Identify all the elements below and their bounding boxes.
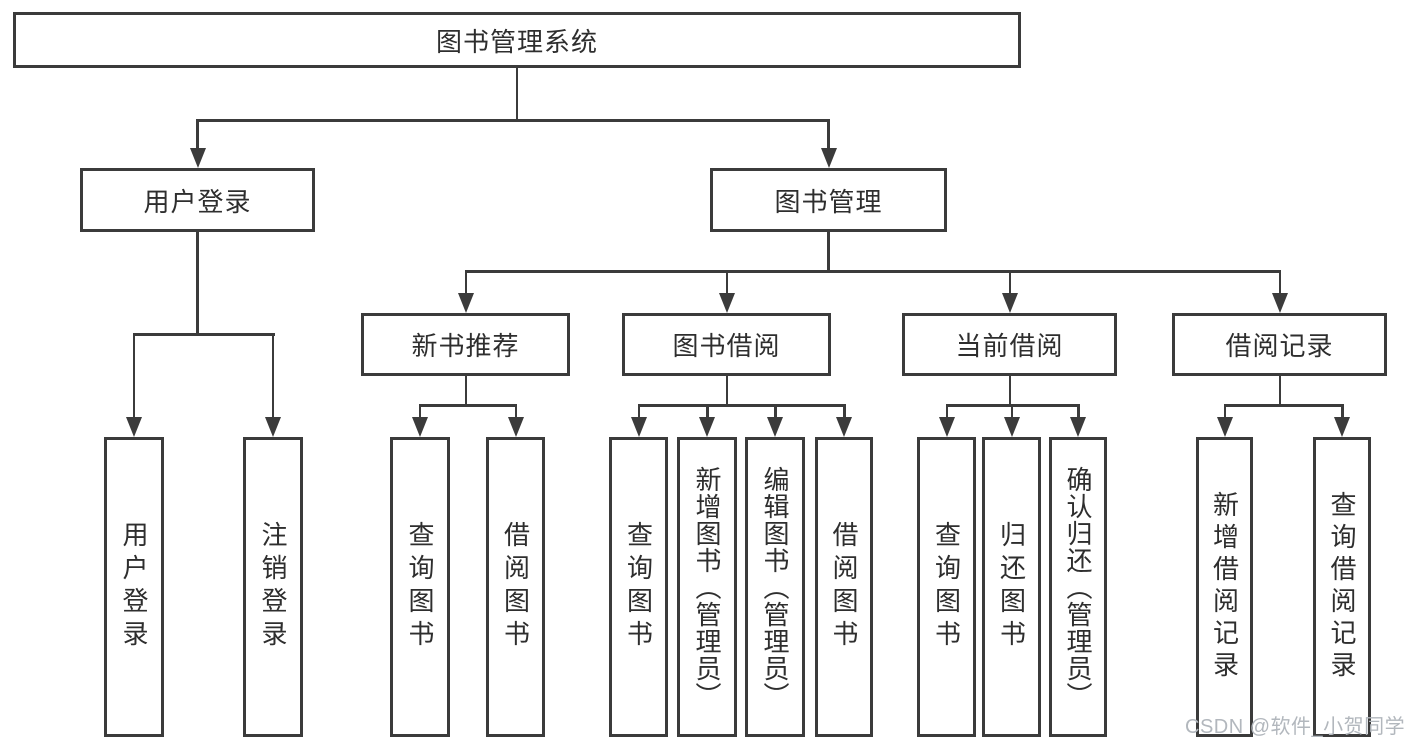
node-book-management-label: 图书管理	[774, 186, 883, 217]
leaf-query-books-2: 查询图书	[609, 437, 668, 737]
leaf-query-borrow-record: 查询借阅记录	[1313, 437, 1371, 737]
connector-drop-book-management	[827, 119, 830, 151]
arrowhead-book-borrow	[718, 293, 735, 313]
connector-book-borrow-bar	[637, 404, 846, 407]
connector-drop	[706, 404, 709, 419]
connector-new-book-stem	[464, 376, 467, 406]
leaf-return-book: 归还图书	[982, 437, 1041, 737]
connector-book-management-bar	[464, 270, 1281, 273]
connector-drop	[774, 404, 777, 419]
connector-drop	[514, 404, 517, 419]
node-book-management: 图书管理	[710, 168, 947, 232]
leaf-add-borrow-record: 新增借阅记录	[1196, 437, 1253, 737]
node-library-system: 图书管理系统	[13, 12, 1021, 68]
connector-borrow-records-stem	[1278, 376, 1281, 406]
leaf-add-book-admin-label: 新增图书（管理员）	[692, 465, 722, 709]
connector-drop-borrow-records	[1278, 270, 1281, 296]
leaf-return-book-label: 归还图书	[996, 521, 1027, 653]
leaf-query-borrow-record-label: 查询借阅记录	[1327, 491, 1357, 683]
leaf-query-books-1-label: 查询图书	[405, 521, 435, 653]
node-new-book-recommend: 新书推荐	[361, 313, 570, 376]
leaf-query-books-3-label: 查询图书	[931, 521, 962, 653]
connector-drop	[1223, 404, 1226, 419]
node-user-login-label: 用户登录	[143, 186, 252, 217]
node-book-borrow-label: 图书借阅	[672, 331, 781, 361]
arrowhead-down	[1334, 417, 1350, 437]
connector-current-borrow-stem	[1008, 376, 1011, 406]
connector-drop-book-borrow	[725, 270, 728, 296]
connector-user-login-stem	[196, 232, 199, 335]
arrowhead-down	[938, 417, 955, 437]
leaf-borrow-books-2: 借阅图书	[815, 437, 873, 737]
leaf-edit-book-admin-label: 编辑图书（管理员）	[760, 465, 790, 709]
leaf-user-login-label: 用户登录	[119, 521, 149, 653]
leaf-query-books-3: 查询图书	[917, 437, 976, 737]
arrowhead-user-login	[189, 148, 206, 168]
connector-drop	[418, 404, 421, 419]
leaf-borrow-books-2-label: 借阅图书	[829, 521, 859, 653]
node-library-system-label: 图书管理系统	[435, 26, 598, 57]
leaf-query-books-1: 查询图书	[390, 437, 450, 737]
arrowhead-down	[1216, 417, 1233, 437]
arrowhead-borrow-records	[1271, 293, 1288, 313]
arrowhead-down	[630, 417, 647, 437]
arrowhead-leaf-user-login	[126, 417, 142, 437]
connector-root-bar	[196, 119, 830, 122]
leaf-edit-book-admin: 编辑图书（管理员）	[745, 437, 805, 737]
leaf-add-book-admin: 新增图书（管理员）	[677, 437, 737, 737]
connector-book-management-stem	[827, 232, 830, 272]
leaf-add-borrow-record-label: 新增借阅记录	[1209, 491, 1240, 683]
arrowhead-down	[836, 417, 852, 437]
connector-drop	[945, 404, 948, 419]
connector-drop	[1077, 404, 1080, 419]
connector-new-book-bar	[418, 404, 517, 407]
arrowhead-down	[412, 417, 428, 437]
node-current-borrow-label: 当前借阅	[955, 331, 1064, 361]
connector-drop	[637, 404, 640, 419]
arrowhead-down	[699, 417, 715, 437]
watermark: CSDN @软件_小贺同学	[1185, 716, 1405, 738]
connector-user-login-bar	[132, 333, 275, 336]
node-current-borrow: 当前借阅	[902, 313, 1117, 376]
connector-drop-user-login	[196, 119, 199, 151]
arrowhead-new-book	[457, 293, 474, 313]
leaf-query-books-2-label: 查询图书	[623, 521, 654, 653]
connector-drop-current-borrow	[1008, 270, 1011, 296]
connector-book-borrow-stem	[725, 376, 728, 406]
node-book-borrow: 图书借阅	[622, 313, 831, 376]
node-borrow-records-label: 借阅记录	[1225, 331, 1334, 361]
connector-drop-leaf-user-login	[132, 333, 135, 419]
arrowhead-down	[1070, 417, 1086, 437]
leaf-confirm-return-admin-label: 确认归还（管理员）	[1063, 465, 1093, 709]
connector-drop-leaf-logout	[271, 333, 274, 419]
connector-drop	[843, 404, 846, 419]
leaf-logout: 注销登录	[243, 437, 303, 737]
arrowhead-down	[507, 417, 524, 437]
leaf-confirm-return-admin: 确认归还（管理员）	[1049, 437, 1107, 737]
leaf-user-login: 用户登录	[104, 437, 164, 737]
node-borrow-records: 借阅记录	[1172, 313, 1387, 376]
node-new-book-recommend-label: 新书推荐	[411, 331, 520, 361]
leaf-logout-label: 注销登录	[258, 521, 288, 653]
connector-drop-new-book	[464, 270, 467, 296]
arrowhead-down	[1003, 417, 1020, 437]
leaf-borrow-books-1: 借阅图书	[486, 437, 545, 737]
connector-drop	[1341, 404, 1344, 419]
leaf-borrow-books-1-label: 借阅图书	[500, 521, 531, 653]
arrowhead-book-management	[820, 148, 837, 168]
connector-root-stem	[515, 68, 518, 121]
arrowhead-current-borrow	[1001, 293, 1018, 313]
arrowhead-leaf-logout	[265, 417, 281, 437]
arrowhead-down	[767, 417, 783, 437]
connector-drop	[1010, 404, 1013, 419]
connector-borrow-records-bar	[1223, 404, 1344, 407]
node-user-login: 用户登录	[80, 168, 315, 232]
